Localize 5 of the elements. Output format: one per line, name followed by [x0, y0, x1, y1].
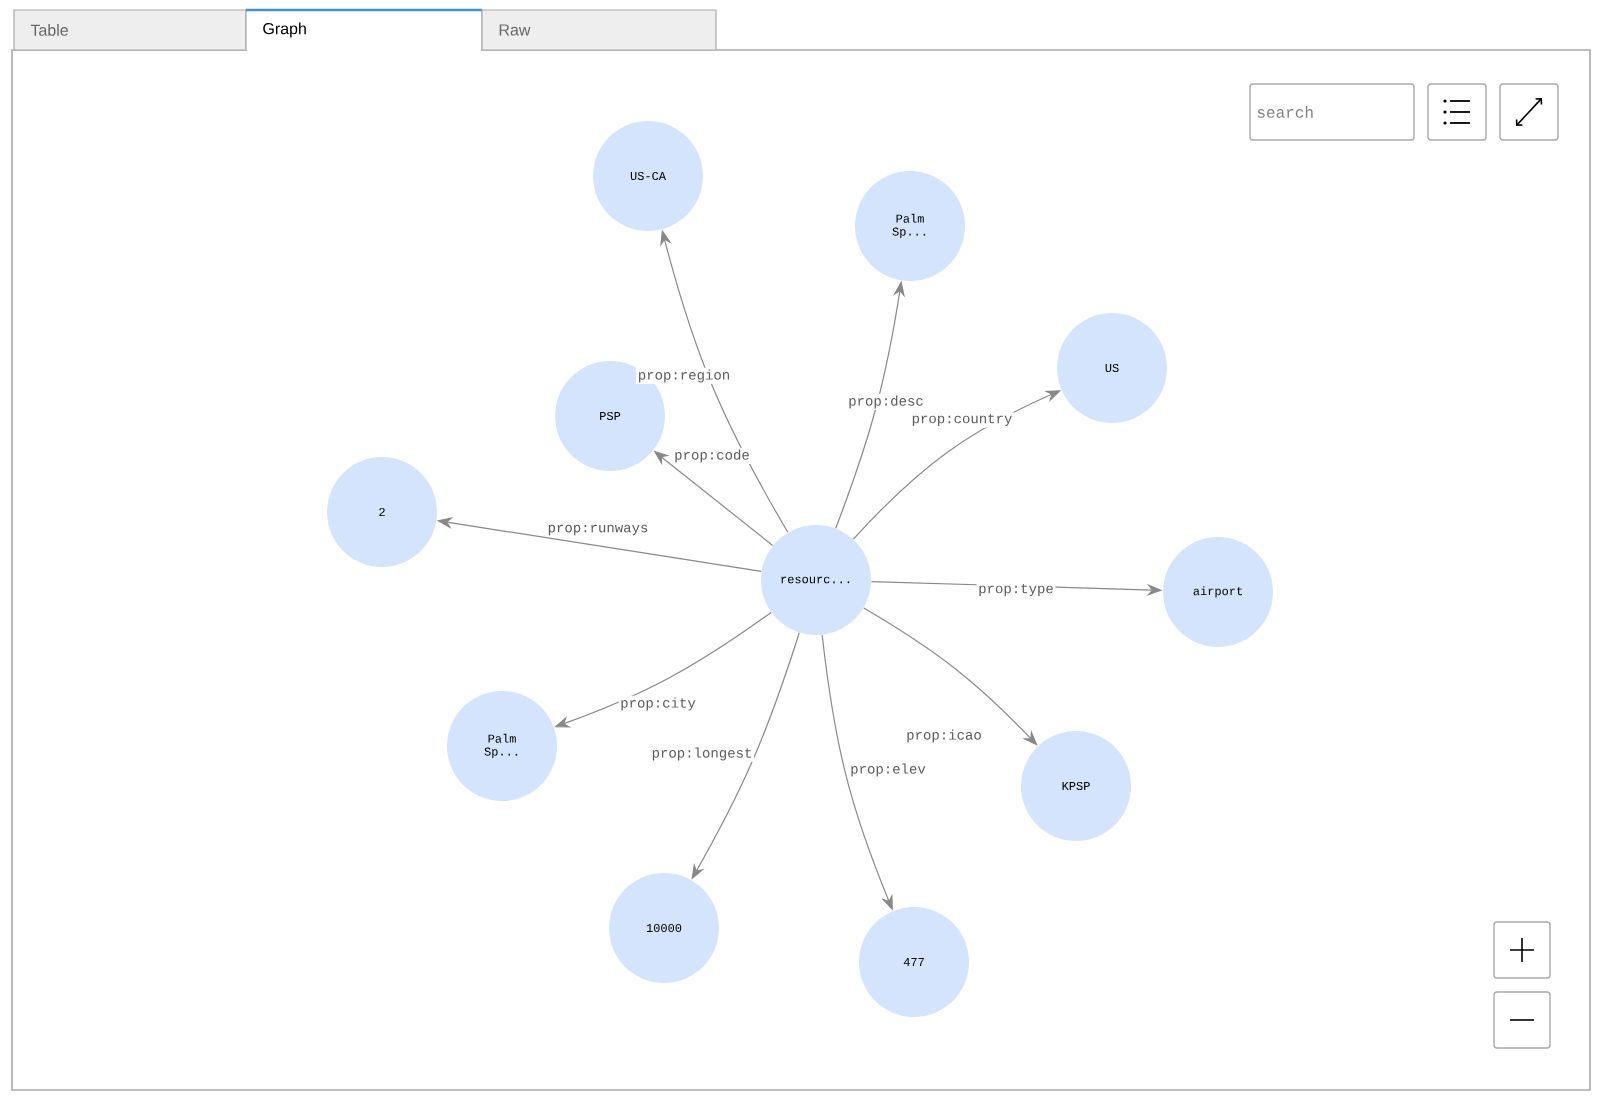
tab: Table [13, 9, 247, 51]
search-field: search [1249, 83, 1415, 141]
tab: Raw [481, 9, 717, 51]
arrow [863, 607, 1038, 746]
tab: Graph [245, 8, 483, 51]
